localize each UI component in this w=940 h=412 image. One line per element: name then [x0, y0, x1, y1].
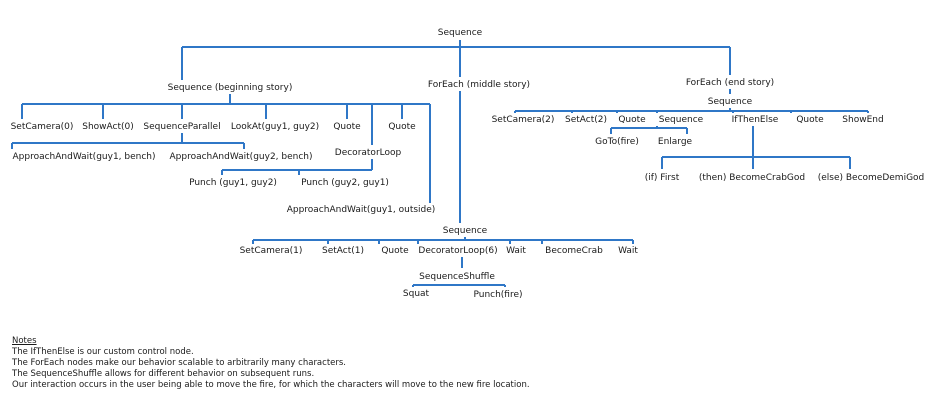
node-m-seqshuffle: SequenceShuffle: [419, 272, 495, 282]
node-root: Sequence: [437, 28, 483, 38]
node-b-setcamera: SetCamera(0): [10, 122, 74, 132]
node-m-punchfire: Punch(fire): [473, 290, 523, 300]
node-m-setcamera: SetCamera(1): [239, 246, 303, 256]
node-e-quote1: Quote: [618, 115, 646, 125]
node-b-approach1: ApproachAndWait(guy1, bench): [12, 152, 156, 162]
node-b-lookat: LookAt(guy1, guy2): [230, 122, 320, 132]
node-e-iffirst: (if) First: [644, 173, 680, 183]
node-m-quote: Quote: [381, 246, 409, 256]
node-e-sequence2: Sequence: [658, 115, 704, 125]
node-e-then: (then) BecomeCrabGod: [698, 173, 806, 183]
notes-line: The IfThenElse is our custom control nod…: [12, 347, 194, 357]
node-m-decoratorloop: DecoratorLoop(6): [418, 246, 498, 256]
node-e-ifthenelse: IfThenElse: [731, 115, 779, 125]
node-m-wait2: Wait: [618, 246, 638, 256]
node-m-wait1: Wait: [506, 246, 526, 256]
node-b-quote1: Quote: [333, 122, 361, 132]
node-m-becomecrab: BecomeCrab: [545, 246, 603, 256]
notes-line: Our interaction occurs in the user being…: [12, 380, 530, 390]
node-b-decoratorloop: DecoratorLoop: [334, 148, 402, 158]
node-m-sequence: Sequence: [442, 226, 488, 236]
node-foreach-middle: ForEach (middle story): [427, 80, 531, 90]
node-b-quote2: Quote: [388, 122, 416, 132]
node-e-setcamera: SetCamera(2): [491, 115, 555, 125]
notes-line: The SequenceShuffle allows for different…: [12, 369, 315, 379]
node-e-showend: ShowEnd: [842, 115, 884, 125]
notes-line: The ForEach nodes make our behavior scal…: [12, 358, 347, 368]
node-m-setact: SetAct(1): [321, 246, 365, 256]
notes-section: Notes The IfThenElse is our custom contr…: [12, 336, 530, 391]
node-e-gotofire: GoTo(fire): [595, 137, 639, 147]
node-b-showact: ShowAct(0): [82, 122, 134, 132]
node-e-enlarge: Enlarge: [657, 137, 693, 147]
node-seq-begin: Sequence (beginning story): [167, 83, 293, 93]
node-e-setact: SetAct(2): [564, 115, 608, 125]
node-b-approach2: ApproachAndWait(guy2, bench): [169, 152, 313, 162]
node-b-punch2: Punch (guy2, guy1): [301, 178, 389, 188]
node-b-approach-outside: ApproachAndWait(guy1, outside): [286, 205, 436, 215]
node-e-quote2: Quote: [796, 115, 824, 125]
notes-heading: Notes: [12, 336, 37, 346]
node-e-sequence: Sequence: [707, 97, 753, 107]
node-e-else: (else) BecomeDemiGod: [817, 173, 925, 183]
node-b-punch1: Punch (guy1, guy2): [189, 178, 277, 188]
node-m-squat: Squat: [402, 289, 430, 299]
node-foreach-end: ForEach (end story): [685, 78, 775, 88]
node-b-seqparallel: SequenceParallel: [143, 122, 221, 132]
